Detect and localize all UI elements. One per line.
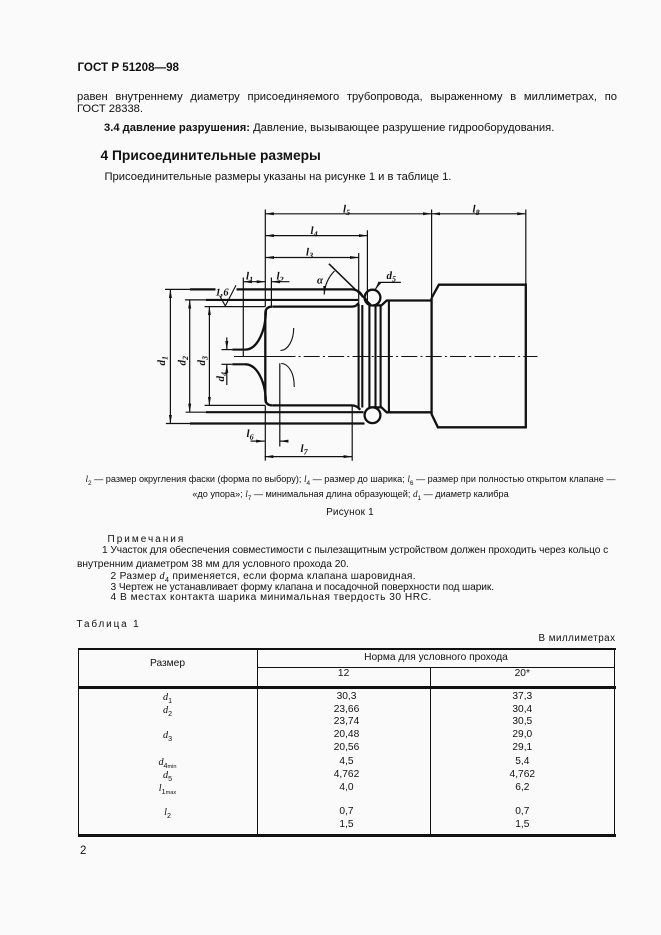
svg-text:d5: d5 <box>387 270 397 284</box>
svg-text:d4: d4 <box>215 372 229 382</box>
svg-text:l4: l4 <box>311 225 318 239</box>
svg-text:l3: l3 <box>306 247 313 261</box>
svg-text:l7: l7 <box>301 443 309 457</box>
svg-text:l6: l6 <box>247 428 254 442</box>
svg-text:1,6: 1,6 <box>216 288 230 299</box>
svg-text:d3: d3 <box>196 356 210 366</box>
svg-text:l5: l5 <box>343 204 350 218</box>
svg-text:l8: l8 <box>473 204 480 218</box>
svg-text:d1: d1 <box>156 356 170 366</box>
svg-text:α: α <box>317 275 324 287</box>
svg-text:l1: l1 <box>246 271 253 285</box>
svg-text:l2: l2 <box>277 271 284 285</box>
svg-text:d2: d2 <box>177 356 191 366</box>
